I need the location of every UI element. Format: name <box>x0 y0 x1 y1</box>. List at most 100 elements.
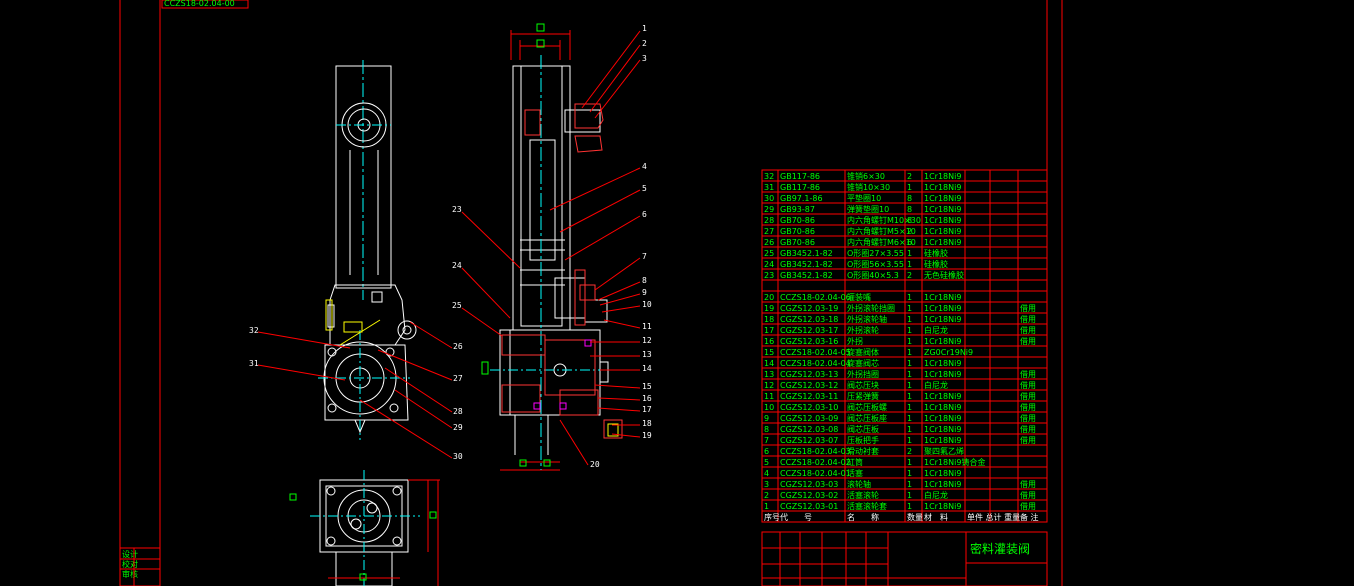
drawing-title: 密料灌装阀 <box>970 541 1030 556</box>
bom-cell: CGZS12.03-07 <box>780 436 838 445</box>
leader-label: 25 <box>452 301 462 310</box>
bom-cell: 无色硅橡胶 <box>924 270 964 280</box>
view-section <box>481 23 623 471</box>
bom-cell: 借用 <box>1020 391 1036 401</box>
leader-labels-section-right: 1 2 3 4 5 6 7 8 9 10 11 12 13 14 15 16 1… <box>590 24 652 469</box>
leader-label: 19 <box>642 431 652 440</box>
bom-cell: 1Cr18Ni9 <box>924 172 961 181</box>
bom-cell: CGZS12.03-02 <box>780 491 838 500</box>
bom-cell: 阀芯压板座 <box>847 413 887 423</box>
bom-cell: 15 <box>764 348 774 357</box>
top-view-dims <box>328 479 440 586</box>
bom-cell: 阀芯压板 <box>847 424 879 434</box>
bom-cell: 17 <box>764 326 774 335</box>
bom-cell: 1 <box>907 359 912 368</box>
bom-cell: 8 <box>907 205 912 214</box>
bom-cell: 1Cr18Ni9 <box>924 425 961 434</box>
bom-cell: 外拐滚轮挡圈 <box>847 303 895 313</box>
bom-cell: 1 <box>907 304 912 313</box>
bom-header-cell: 代 号 <box>780 512 812 522</box>
leader-label: 6 <box>642 210 647 219</box>
bom-cell: 阀芯压块 <box>847 380 879 390</box>
bom-cell: 1Cr18Ni9 <box>924 370 961 379</box>
bom-cell: 1 <box>907 414 912 423</box>
bom-cell: GB70-86 <box>780 227 815 236</box>
bom-cell: 1Cr18Ni9 <box>924 414 961 423</box>
bom-cell: CGZS12.03-13 <box>780 370 838 379</box>
leader-label: 26 <box>453 342 463 351</box>
bom-cell: 借用 <box>1020 479 1036 489</box>
bom-cell: 1Cr18Ni9 <box>924 502 961 511</box>
leader-label: 15 <box>642 382 652 391</box>
bom-cell: 外拐挡圈 <box>847 369 879 379</box>
bom-cell: CGZS12.03-17 <box>780 326 838 335</box>
bom-cell: 1Cr18Ni9 <box>924 238 961 247</box>
bom-cell: 1Cr18Ni9 <box>924 304 961 313</box>
bom-cell: 1Cr18Ni9 <box>924 216 961 225</box>
bom-cell: 1Cr18Ni9 <box>924 183 961 192</box>
bom-cell: CCZS18-02.04-04 <box>780 359 851 368</box>
bom-cell: 借用 <box>1020 435 1036 445</box>
bom-cell: 滚轮轴 <box>847 479 871 489</box>
bom-cell: GB3452.1-82 <box>780 260 833 269</box>
bom-cell: CCZS18-02.04-06 <box>780 293 851 302</box>
bom-cell: 内六角螺钉M10×30 <box>847 215 921 225</box>
bom-cell: 1Cr18Ni9 <box>924 205 961 214</box>
bom-cell: 1 <box>907 436 912 445</box>
bom-cell: 借用 <box>1020 314 1036 324</box>
bom-cell: CCZS18-02.04-03 <box>780 447 851 456</box>
bom-cell: 23 <box>764 271 774 280</box>
bom-cell: CGZS12.03-10 <box>780 403 838 412</box>
leader-label: 20 <box>590 460 600 469</box>
bom-cell: 缸筒 <box>847 457 863 467</box>
bom-cell: 14 <box>764 359 774 368</box>
bom-header-cell: 单件 总计 重量 <box>967 512 1020 522</box>
bom-cell: 18 <box>764 315 774 324</box>
bom-cell: 外拐滚轮 <box>847 325 879 335</box>
bom-cell: 内六角螺钉M5×10 <box>847 226 916 236</box>
bom-cell: 25 <box>764 249 774 258</box>
leader-label: 5 <box>642 184 647 193</box>
bom-cell: CCZS18-02.04-01 <box>780 469 851 478</box>
bom-cell: 借用 <box>1020 402 1036 412</box>
bom-header-cell: 材 料 <box>924 512 948 522</box>
leader-label: 7 <box>642 252 647 261</box>
bom-cell: 31 <box>764 183 774 192</box>
bom-cell: 6 <box>764 447 769 456</box>
left-strip: 设计 校对 审核 <box>120 548 160 586</box>
leader-label: 13 <box>642 350 652 359</box>
bom-cell: 借用 <box>1020 413 1036 423</box>
bom-cell: GB93-87 <box>780 205 815 214</box>
strip-item-check: 校对 <box>122 559 138 569</box>
bom-cell: GB117-86 <box>780 172 820 181</box>
bom-cell: 借用 <box>1020 303 1036 313</box>
bom-cell: CGZS12.03-12 <box>780 381 838 390</box>
bom-cell: 24 <box>764 260 774 269</box>
bom-cell: 27 <box>764 227 774 236</box>
leader-label: 24 <box>452 261 462 270</box>
leader-label: 30 <box>453 452 463 461</box>
bom-cell: 外拐滚轮轴 <box>847 314 887 324</box>
bom-cell: 2 <box>907 271 912 280</box>
bom-cell: 1Cr18Ni9 <box>924 359 961 368</box>
bom-cell: 锥销6×30 <box>847 171 885 181</box>
bom-cell: 2 <box>907 227 912 236</box>
code-stamp: CCZS18-02.04-00 <box>164 0 235 8</box>
bom-cell: 30 <box>764 194 774 203</box>
bom-cell: 借用 <box>1020 424 1036 434</box>
bom-cell: 1Cr18Ni9 <box>924 315 961 324</box>
bom-cell: O形圈27×3.55 <box>847 249 904 258</box>
leader-label: 9 <box>642 288 647 297</box>
bom-cell: 2 <box>907 447 912 456</box>
bom-cell: 1 <box>907 337 912 346</box>
bom-cell: 1 <box>907 370 912 379</box>
bom-cell: 锥销10×30 <box>847 182 890 192</box>
bom-cell: 借用 <box>1020 501 1036 511</box>
bom-cell: 弹簧垫圈10 <box>847 204 889 214</box>
bom-cell: 13 <box>764 370 774 379</box>
bom-cell: ZG0Cr19Ni9 <box>924 348 973 357</box>
bom-cell: 19 <box>764 304 774 313</box>
bom-cell: 外拐 <box>847 336 863 346</box>
bom-cell: 1 <box>907 403 912 412</box>
bom-cell: 硅橡胶 <box>924 259 948 269</box>
